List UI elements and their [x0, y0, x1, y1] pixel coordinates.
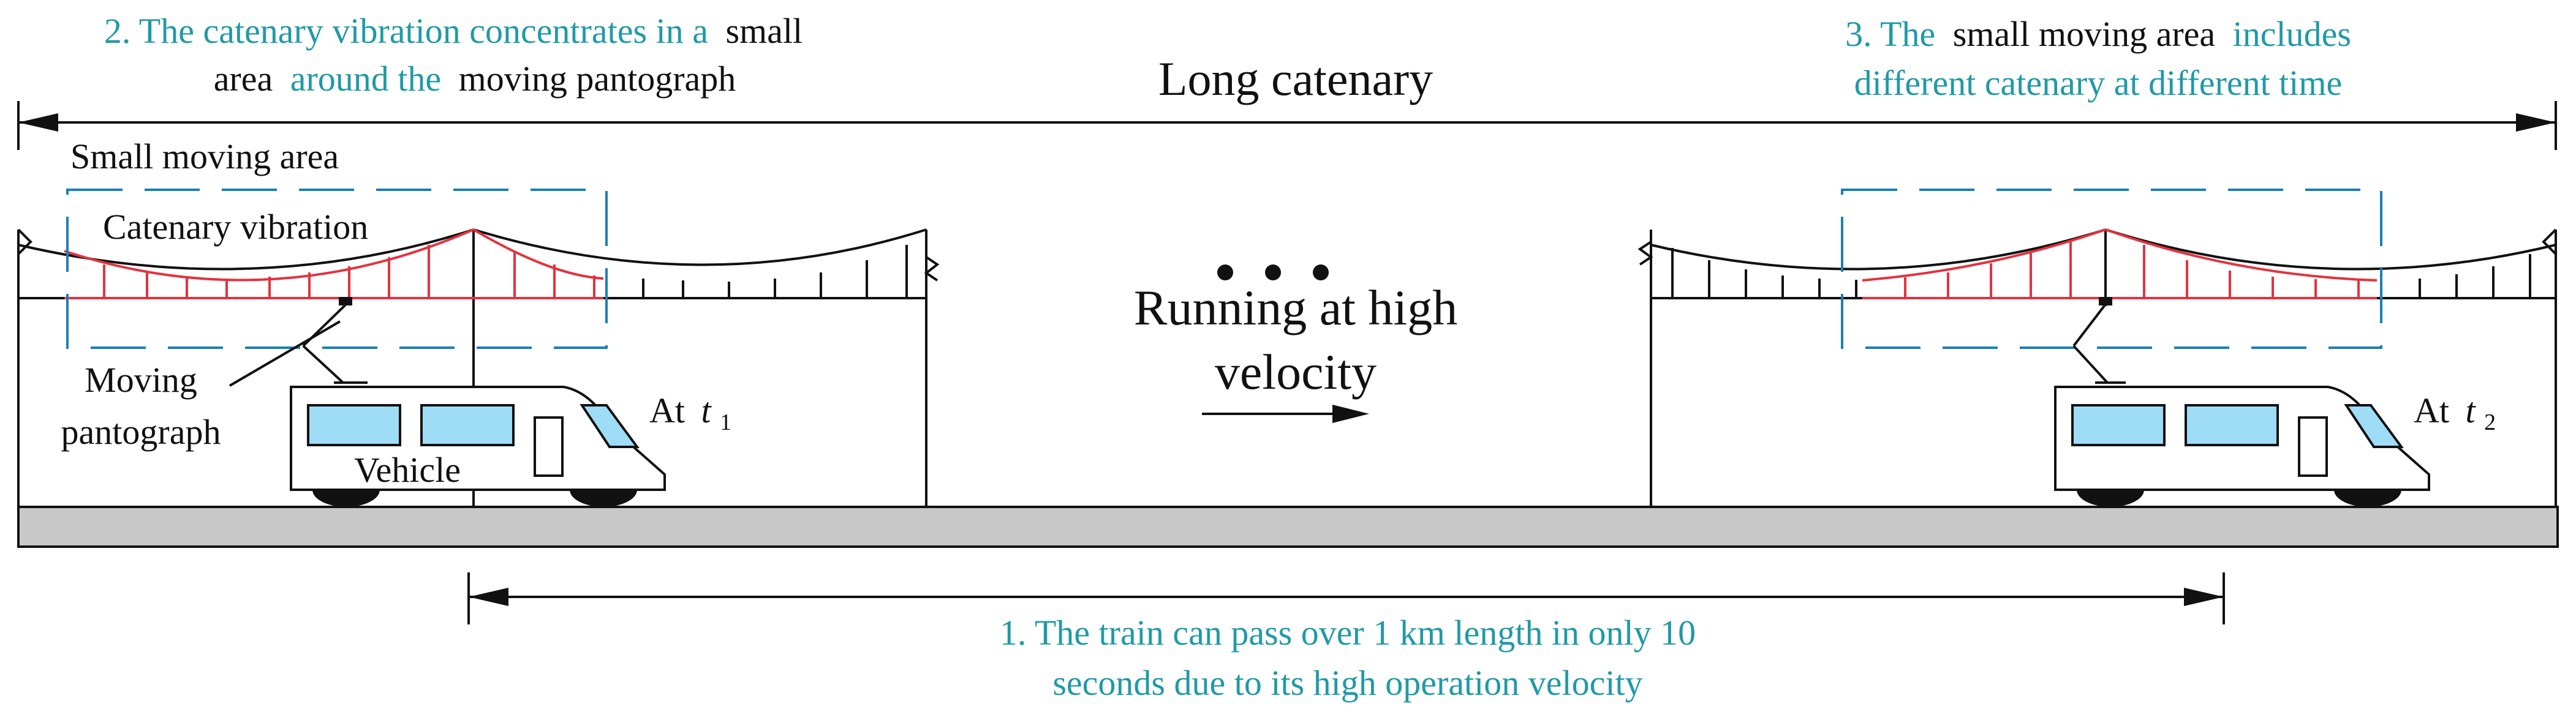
pantograph-icon-right — [2072, 297, 2126, 384]
annotation-1-line1: 1. The train can pass over 1 km length i… — [1000, 613, 1696, 653]
annotation-3-line2: different catenary at different time — [1854, 63, 2343, 103]
one-km-dimension — [467, 572, 2225, 624]
time-label-left: At t 1 — [649, 391, 731, 435]
annotation-1-line2: seconds due to its high operation veloci… — [1052, 663, 1642, 703]
moving-pantograph-label-line1: Moving — [85, 360, 197, 400]
vehicle-label: Vehicle — [354, 450, 461, 490]
right-arrow-icon — [1202, 405, 1369, 423]
long-catenary-label: Long catenary — [1158, 52, 1433, 105]
catenary-vibration-segment-right — [1862, 228, 2378, 299]
ellipsis-dots — [1217, 264, 1329, 280]
train-icon-left — [290, 386, 666, 507]
annotation-2-line1: 2. The catenary vibration concentrates i… — [104, 11, 803, 51]
time-label-right: At t 2 — [2414, 391, 2496, 435]
running-label-line1: Running at high — [1134, 280, 1457, 335]
long-catenary-dimension — [17, 101, 2557, 150]
small-moving-area-box-right — [1841, 189, 2382, 349]
train-icon-right — [2054, 386, 2430, 507]
annotation-2-line2: area around the moving pantograph — [214, 59, 736, 99]
pantograph-icon — [302, 297, 368, 384]
annotation-3-line1: 3. The small moving area includes — [1845, 14, 2351, 54]
catenary-vibration-label: Catenary vibration — [103, 207, 368, 247]
moving-pantograph-label-line2: pantograph — [61, 412, 221, 452]
pantograph-leader-line — [229, 320, 341, 387]
catenary-vibration-segment — [64, 228, 604, 299]
small-moving-area-box-left — [66, 189, 608, 349]
small-moving-area-label: Small moving area — [70, 137, 339, 176]
track-rail — [17, 506, 2559, 548]
running-label-line2: velocity — [1215, 344, 1377, 400]
